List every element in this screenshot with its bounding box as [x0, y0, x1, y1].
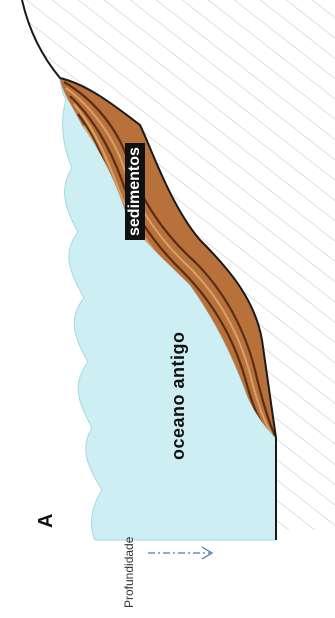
panel-letter: A — [35, 514, 58, 528]
depth-label: Profundidade — [122, 537, 136, 608]
depth-arrow-icon — [148, 547, 212, 559]
sediments-label: sedimentos — [125, 143, 145, 240]
ocean-label: oceano antigo — [168, 331, 189, 460]
